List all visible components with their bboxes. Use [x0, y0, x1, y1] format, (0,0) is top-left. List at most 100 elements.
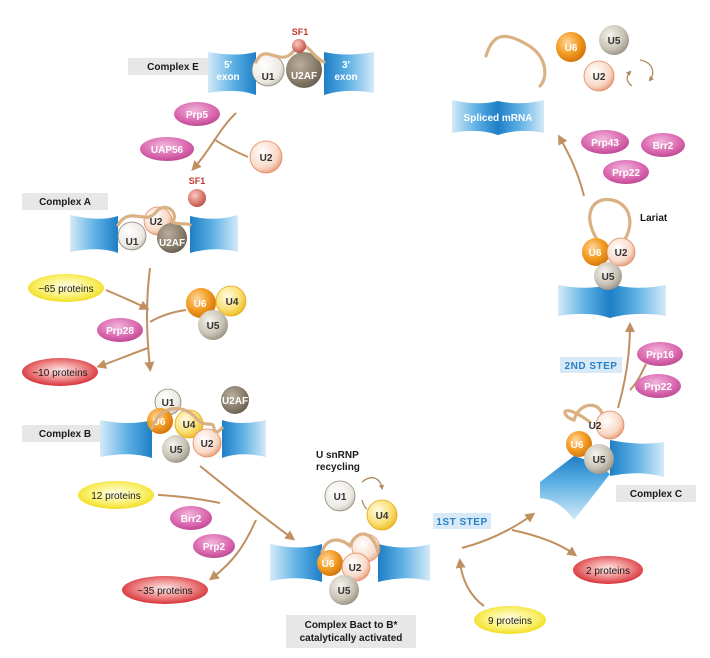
arrow-b-to-bact: [199, 465, 296, 541]
prp22-factor-c: [635, 374, 681, 398]
arrow-bact-to-c: [461, 512, 536, 549]
complex-e-label-box: [128, 58, 218, 75]
lariat-u6-label: U6: [589, 248, 602, 259]
complex-bact-group: U6 U2 U5 Complex Bact to B* catalyticall…: [270, 532, 430, 648]
five-prime-exon-label: exon: [216, 72, 239, 83]
arrow-proteins-leave-c: [511, 529, 578, 557]
complex-a-u2af-label: U2AF: [159, 238, 185, 249]
complex-bact-intron-rna: [320, 532, 380, 554]
released-u5: [599, 25, 629, 55]
complex-b-u1-label: U1: [162, 398, 175, 409]
proteins-leaving-c: [573, 556, 643, 584]
complex-bact-u5: [329, 575, 359, 605]
released-u2: [583, 60, 615, 92]
prp22-label-c: Prp22: [644, 382, 672, 393]
complex-c-u6-label: U6: [571, 440, 584, 451]
prp5-label: Prp5: [186, 110, 209, 121]
complex-bact-label-line1: Complex Bact to B*: [305, 620, 398, 631]
sf1-released-label: SF1: [189, 176, 206, 186]
arrow-proteins-join-c: [455, 558, 485, 607]
spliced-mrna-three-prime: [498, 100, 544, 135]
lariat-u2-label: U2: [615, 248, 628, 259]
tri-snrnp-u6: [186, 288, 216, 318]
recycling-label-line2: recycling: [316, 462, 360, 473]
complex-bact-label-box: [286, 615, 416, 648]
released-u6: [556, 32, 586, 62]
arrow-c-to-lariat: [617, 322, 635, 409]
complex-b-label-box: [22, 425, 108, 442]
complex-b-u2: [192, 428, 222, 458]
complex-b-u6-label: U6: [153, 417, 166, 428]
transition-a-to-b: ~65 proteins Prp28 ~10 proteins U6 U4 U5: [22, 267, 247, 386]
arrow-u2-joins: [213, 138, 249, 158]
brr2-label-b: Brr2: [181, 514, 202, 525]
complex-b-u5: [162, 435, 190, 463]
complex-bact-five-prime-exon: [270, 544, 322, 582]
complex-a-intron-rna: [116, 205, 192, 227]
proteins-leaving-c-label: 2 proteins: [586, 566, 630, 577]
lariat-u5: [594, 262, 622, 290]
excised-lariat-rna: [484, 34, 547, 88]
complex-c-label-box: [616, 485, 696, 502]
arrow-a-to-b: [144, 267, 155, 372]
recycling-arrow-top: [361, 477, 384, 491]
complex-a-five-prime-exon: [70, 215, 118, 253]
uap56-label: UAP56: [151, 145, 184, 156]
released-u5-label: U5: [608, 36, 621, 47]
complex-b-label: Complex B: [39, 429, 91, 440]
tri-snrnp-u4: [215, 285, 247, 317]
released-recycle-arrow-a: [639, 59, 654, 82]
complex-c-group: U6 U2 U5 Complex C: [540, 403, 696, 520]
complex-c-lariat-rna: [563, 403, 605, 432]
five-prime-exon-number: 5': [224, 60, 232, 71]
complex-e-group: Complex E 5' exon 3' exon U1 U2AF SF1: [128, 27, 374, 95]
brr2-label-c: Brr2: [653, 141, 674, 152]
prp16-label: Prp16: [646, 350, 674, 361]
lariat-u6: [582, 238, 610, 266]
prp43-label: Prp43: [591, 138, 619, 149]
arrow-proteins-leave-b: [96, 347, 149, 369]
lariat-loop-rna: [588, 197, 632, 248]
arrow-tri-snrnp-joins: [149, 309, 187, 323]
prp28-label: Prp28: [106, 326, 134, 337]
sf1-label: SF1: [292, 27, 309, 37]
lariat-u5-label: U5: [602, 272, 615, 283]
arrow-disassembly: [558, 134, 585, 197]
complex-c-u5: [584, 444, 614, 474]
prp2-factor: [193, 534, 235, 558]
sf1-protein: [292, 39, 306, 53]
recycling-u4: [366, 499, 398, 531]
prp16-factor: [637, 342, 683, 366]
complex-b-five-prime-exon: [100, 420, 152, 458]
complex-c-three-prime-exon: [610, 440, 664, 477]
spliced-mrna-five-prime: [452, 100, 498, 135]
first-step-box: [433, 513, 491, 529]
uap56-factor: [140, 137, 194, 161]
recycling-u1: [324, 480, 356, 512]
u2-joining-label: U2: [260, 153, 273, 164]
complex-a-u1-label: U1: [126, 237, 139, 248]
prp22-factor-post: [603, 160, 649, 184]
complex-b-u2af-leaving: [221, 386, 249, 414]
tri-snrnp-u5-label: U5: [207, 321, 220, 332]
brr2-factor-c: [641, 133, 685, 157]
proteins-joining-a: [28, 274, 104, 302]
sf1-released: [188, 189, 206, 207]
complex-bact-three-prime-exon: [378, 544, 430, 582]
transition-e-to-a: Prp5 UAP56 U2: [140, 102, 283, 174]
arrow-proteins-leave-bact: [208, 519, 257, 581]
proteins-joining-c-label: 9 proteins: [488, 616, 532, 627]
recycling-u1-label: U1: [334, 492, 347, 503]
prp28-factor: [97, 318, 143, 342]
proteins-joining-a-label: ~65 proteins: [38, 284, 93, 295]
transition-second-step: 2ND STEP Prp16 Prp22: [560, 322, 683, 409]
proteins-joining-c: [474, 606, 546, 634]
complex-b-u4-label: U4: [183, 420, 196, 431]
five-prime-exon: [208, 52, 256, 95]
arrow-proteins-join-a: [105, 289, 150, 310]
complex-a-group: Complex A SF1 U1 U2 U2AF: [22, 176, 238, 253]
lariat-complex-group: Lariat U6 U2 U5: [558, 197, 668, 318]
u1-label: U1: [262, 72, 275, 83]
recycling-u4-label: U4: [376, 511, 389, 522]
